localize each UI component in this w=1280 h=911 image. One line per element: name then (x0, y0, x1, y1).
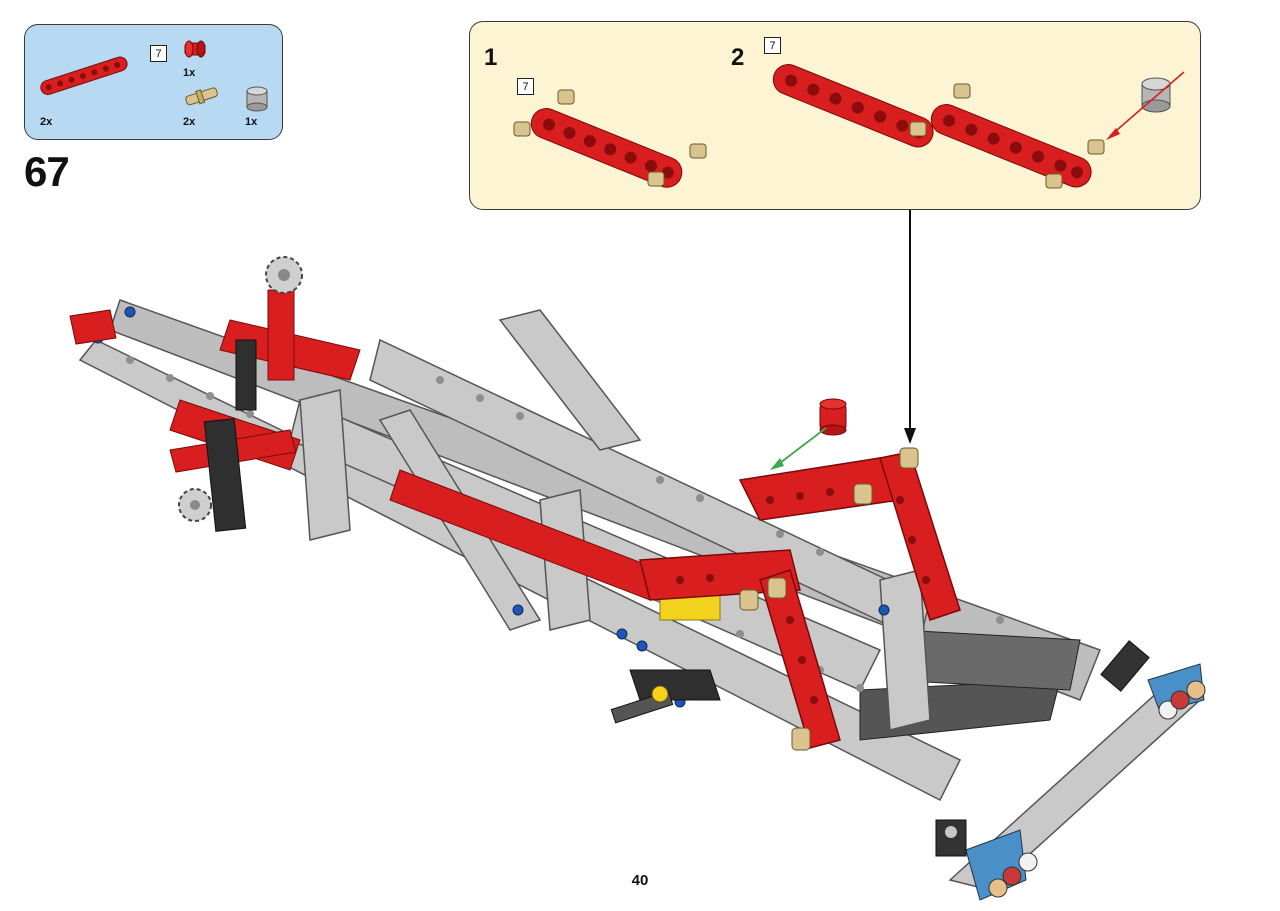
part-quantity: 1x (245, 116, 258, 128)
red-bush-part (184, 40, 206, 58)
red-beam-part (40, 56, 128, 95)
part-quantity: 2x (183, 116, 196, 128)
part-quantity: 2x (40, 116, 53, 128)
grey-bush-part (1141, 77, 1171, 113)
gear-top (265, 256, 303, 294)
substep-2-beam-assembly (772, 64, 1185, 189)
rear-axle-assembly (935, 640, 1206, 901)
step-number: 67 (24, 148, 70, 195)
red-a-frame-assembly (639, 447, 961, 751)
length-indicator: 7 (517, 78, 534, 95)
gear-left (178, 488, 212, 522)
length-indicator: 7 (764, 37, 781, 54)
length-indicator: 7 (150, 45, 167, 62)
red-placement-arrow (1109, 71, 1185, 137)
subassembly-illustrations (513, 64, 1185, 189)
parts-list-callout: 7 2x 1x 2x 1x (24, 24, 283, 140)
green-placement-arrow (775, 427, 827, 467)
substep-number: 2 (731, 44, 745, 71)
tan-axle-pin-part (185, 87, 218, 106)
part-quantity: 1x (183, 67, 196, 79)
drive-axle-part (610, 669, 721, 724)
red-bush-part (819, 398, 847, 436)
parts-illustrations (40, 40, 268, 112)
substep-number: 1 (484, 44, 498, 71)
page-number: 40 (631, 872, 649, 889)
grey-bush-part (246, 86, 268, 112)
substep-1-beam-assembly (513, 89, 707, 188)
subassembly-callout: 1 7 2 7 (469, 21, 1201, 210)
